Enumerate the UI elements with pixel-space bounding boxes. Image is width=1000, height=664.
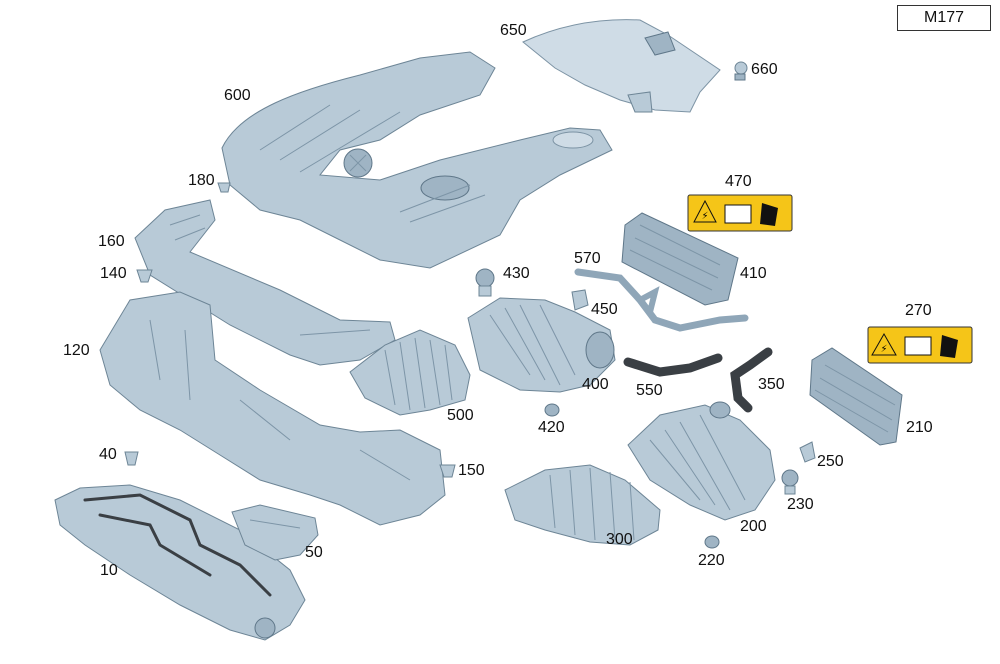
part-660-clip [734, 61, 748, 81]
model-code: M177 [923, 9, 965, 26]
callout-220: 220 [698, 552, 725, 569]
part-600-engine-cover [221, 51, 613, 269]
part-350-hose [730, 347, 773, 413]
callout-10: 10 [100, 562, 118, 579]
part-220-mount [704, 535, 720, 549]
part-140-clip [136, 269, 153, 283]
callout-410: 410 [740, 265, 767, 282]
callout-160: 160 [98, 233, 125, 250]
callout-180: 180 [188, 172, 215, 189]
part-550-hose [623, 353, 723, 377]
part-270-warning-label: ⚡ [867, 326, 973, 364]
callout-470: 470 [725, 173, 752, 190]
callout-200: 200 [740, 518, 767, 535]
callout-230: 230 [787, 496, 814, 513]
svg-text:⚡: ⚡ [701, 211, 708, 222]
callout-650: 650 [500, 22, 527, 39]
callout-250: 250 [817, 453, 844, 470]
model-code-box: M177 [897, 5, 991, 31]
callout-450: 450 [591, 301, 618, 318]
part-200-air-housing [627, 401, 776, 521]
part-210-filter [809, 347, 903, 446]
callout-600: 600 [224, 87, 251, 104]
callout-140: 140 [100, 265, 127, 282]
callout-420: 420 [538, 419, 565, 436]
part-230-sensor [781, 469, 799, 495]
callout-150: 150 [458, 462, 485, 479]
callout-300: 300 [606, 531, 633, 548]
callout-40: 40 [99, 446, 117, 463]
callout-270: 270 [905, 302, 932, 319]
callout-500: 500 [447, 407, 474, 424]
callout-120: 120 [63, 342, 90, 359]
part-450-connector [571, 289, 589, 311]
part-250-connector [799, 441, 816, 463]
part-10-lower-housing [54, 484, 306, 641]
part-40-clip [124, 451, 139, 466]
part-180-clip [217, 182, 231, 193]
callout-550: 550 [636, 382, 663, 399]
part-500-bellows-duct [349, 329, 471, 416]
part-570-hose [574, 268, 749, 332]
part-160-channel [134, 199, 396, 366]
part-120-lower-cover [99, 291, 446, 526]
svg-text:⚡: ⚡ [880, 344, 887, 355]
callout-400: 400 [582, 376, 609, 393]
callout-430: 430 [503, 265, 530, 282]
callout-660: 660 [751, 61, 778, 78]
part-150-clip [439, 464, 456, 478]
part-300-bellows-duct [504, 464, 661, 546]
part-470-warning-label: ⚡ [687, 194, 793, 232]
part-410-filter [621, 212, 739, 306]
part-400-air-housing [467, 297, 616, 393]
part-650-front-cover [522, 19, 721, 113]
part-420-mount [544, 403, 560, 417]
callout-210: 210 [906, 419, 933, 436]
callout-350: 350 [758, 376, 785, 393]
part-430-sensor [475, 268, 495, 297]
callout-50: 50 [305, 544, 323, 561]
callout-570: 570 [574, 250, 601, 267]
part-50-small-duct [231, 504, 319, 561]
